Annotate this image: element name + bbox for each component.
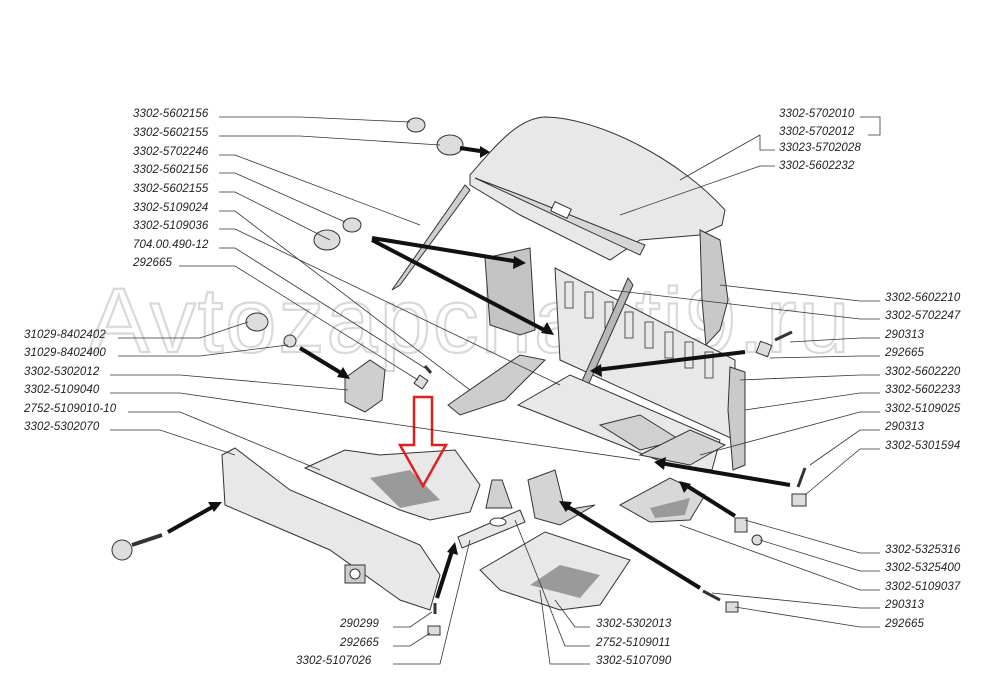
a-pillar-trim-left — [391, 184, 471, 291]
part-label: 3302-5702246 — [133, 146, 209, 158]
part-label: 3302-5109024 — [133, 202, 209, 214]
part-label: 3302-5325400 — [885, 562, 961, 574]
part-label: 31029-8402402 — [24, 329, 106, 341]
a-pillar-trim-right — [699, 229, 729, 347]
part-label: 3302-5302012 — [24, 366, 100, 378]
part-label: 3302-5109040 — [24, 384, 100, 396]
fasteners — [111, 117, 807, 636]
part-label: 3302-5301594 — [885, 440, 961, 452]
roof-console-panel — [469, 116, 726, 261]
part-label: 3302-5109025 — [885, 403, 961, 415]
sill-trim-right — [638, 429, 727, 466]
part-label: 3302-5602155 — [133, 127, 209, 139]
part-label: 3302-5109036 — [133, 220, 209, 232]
part-label: 3302-5702012 — [779, 126, 855, 138]
part-label: 290313 — [885, 329, 924, 341]
part-label: 3302-5302013 — [596, 618, 672, 630]
part-label: 3302-5602210 — [885, 292, 961, 304]
part-label: 292665 — [885, 618, 924, 630]
part-label: 292665 — [340, 637, 379, 649]
part-label: 292665 — [133, 257, 172, 269]
part-label: 3302-5702247 — [885, 310, 961, 322]
part-label: 2752-5109011 — [596, 637, 671, 649]
part-label: 3302-5302070 — [24, 421, 100, 433]
kick-panel-trim — [344, 359, 386, 413]
part-label: 3302-5107026 — [296, 655, 372, 667]
part-label: 3302-5602156 — [133, 164, 209, 176]
part-label: 3302-5602156 — [133, 108, 209, 120]
part-label: 3302-5109037 — [885, 581, 961, 593]
part-label: 3302-5602232 — [779, 160, 855, 172]
rear-side-trim-right — [727, 366, 746, 471]
gear-boot — [457, 479, 526, 549]
sill-trim-left — [447, 354, 547, 416]
watermark: Avtozapchasti9.ru — [88, 270, 852, 372]
b-pillar-trim-left — [484, 247, 536, 336]
leader-lines — [110, 116, 881, 665]
seat-mounting-panel — [221, 447, 441, 611]
floor-mat-right — [479, 531, 631, 611]
part-label: 3302-5602155 — [133, 183, 209, 195]
part-label: 3302-5325316 — [885, 544, 961, 556]
part-label: 2752-5109010-10 — [24, 403, 117, 415]
part-label: 31029-8402400 — [24, 347, 106, 359]
part-label: 292665 — [885, 347, 924, 359]
part-label: 290313 — [885, 599, 924, 611]
part-label: 3302-5702010 — [779, 108, 855, 120]
floor-mat-left — [303, 449, 481, 521]
part-label: 290313 — [885, 421, 924, 433]
part-label: 3302-5602233 — [885, 384, 961, 396]
part-label: 704.00.490-12 — [133, 239, 209, 251]
part-label: 290299 — [340, 618, 379, 630]
highlight-arrow — [397, 395, 449, 489]
part-label: 33023-5702028 — [779, 142, 861, 154]
part-label: 3302-5602220 — [885, 366, 961, 378]
part-label: 3302-5107090 — [596, 655, 672, 667]
assembly-arrows — [167, 146, 791, 599]
step-tray — [618, 477, 706, 523]
